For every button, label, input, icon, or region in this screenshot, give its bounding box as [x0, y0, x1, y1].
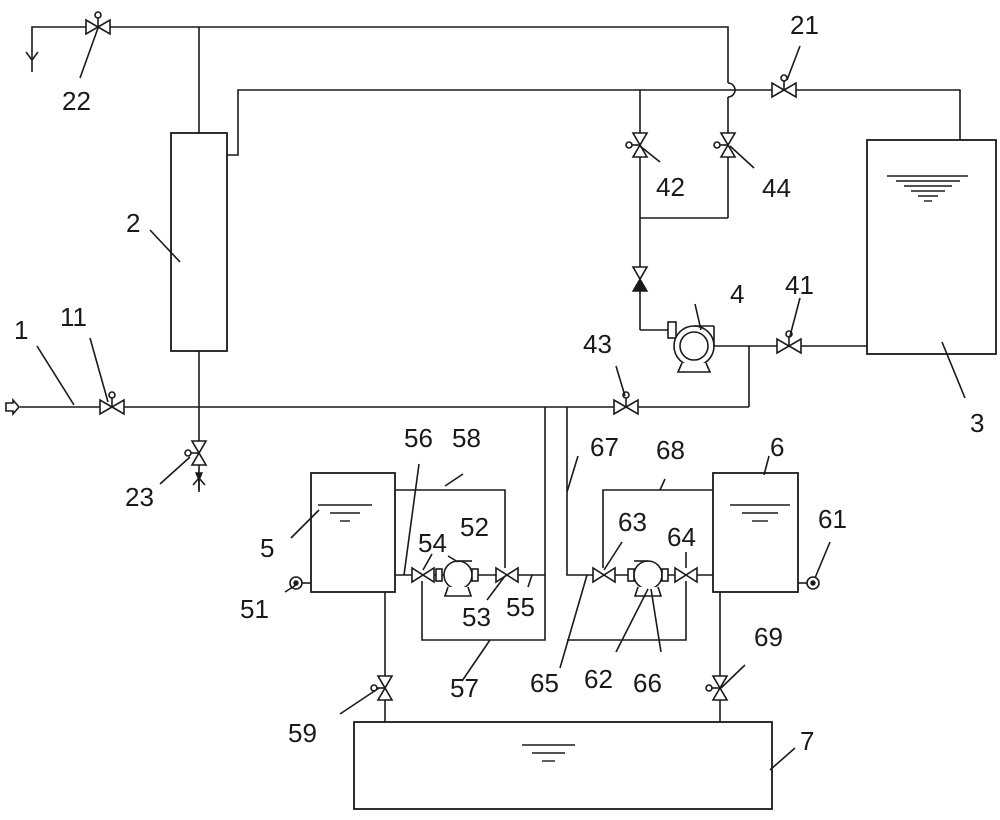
valve-41	[776, 330, 802, 355]
valve-63	[592, 566, 616, 584]
pipe-58	[395, 489, 506, 568]
liquid-level-icon	[887, 175, 968, 202]
label-41: 41	[785, 270, 814, 300]
centrifugal-pump-icon	[667, 321, 715, 373]
label-3: 3	[970, 408, 984, 438]
liquid-level-icon	[522, 744, 575, 762]
tank-5	[310, 472, 396, 593]
pipes	[20, 26, 961, 745]
label-22: 22	[62, 86, 91, 116]
tank-6	[712, 472, 799, 593]
valve-64	[674, 566, 698, 584]
valve-54	[411, 566, 435, 584]
label-55: 55	[506, 592, 535, 622]
valve-42	[625, 132, 649, 158]
label-61: 61	[818, 504, 847, 534]
tank-7	[353, 721, 773, 810]
column-2	[170, 132, 228, 352]
pipe-68	[602, 489, 713, 568]
inlet-arrow-icon	[5, 397, 21, 417]
gauge-icon	[798, 576, 820, 590]
label-4: 4	[730, 279, 744, 309]
label-52: 52	[460, 512, 489, 542]
valve-59	[370, 675, 394, 701]
valve-11	[99, 391, 125, 416]
liquid-level-icon	[318, 504, 372, 522]
label-67: 67	[590, 432, 619, 462]
label-53: 53	[462, 602, 491, 632]
label-59: 59	[288, 718, 317, 748]
label-7: 7	[800, 726, 814, 756]
label-23: 23	[125, 482, 154, 512]
liquid-level-icon	[730, 504, 790, 522]
label-5: 5	[260, 533, 274, 563]
label-54: 54	[418, 528, 447, 558]
centrifugal-pump-icon	[435, 560, 479, 597]
leader-lines	[36, 27, 966, 771]
second-pipe	[227, 89, 961, 156]
label-58: 58	[452, 423, 481, 453]
label-56: 56	[404, 423, 433, 453]
valve-21	[771, 74, 797, 99]
drain-funnel-icon	[192, 472, 206, 492]
label-42: 42	[656, 172, 685, 202]
pipe-57	[421, 407, 546, 641]
label-63: 63	[618, 507, 647, 537]
label-68: 68	[656, 435, 685, 465]
labels: 1 2 3 4 5 6 7 11 21 22 23 41 42 43 44 51…	[14, 10, 984, 756]
valve-44	[713, 132, 737, 158]
label-43: 43	[583, 329, 612, 359]
label-66: 66	[633, 668, 662, 698]
label-57: 57	[450, 673, 479, 703]
label-44: 44	[762, 173, 791, 203]
label-11: 11	[60, 302, 87, 332]
label-1: 1	[14, 315, 28, 345]
label-21: 21	[790, 10, 819, 40]
valve-22	[85, 11, 111, 36]
tank-3	[866, 139, 997, 355]
label-51: 51	[240, 594, 269, 624]
label-69: 69	[754, 622, 783, 652]
top-pipe	[31, 26, 729, 83]
check-valve-icon	[631, 266, 649, 292]
pipe-66	[567, 581, 687, 641]
centrifugal-pump-icon	[627, 560, 669, 597]
label-6: 6	[770, 432, 784, 462]
valve-23	[184, 440, 208, 466]
valve-53	[495, 566, 519, 584]
drain-funnel-icon	[25, 51, 39, 61]
label-64: 64	[667, 522, 696, 552]
label-2: 2	[126, 208, 140, 238]
valve-43	[613, 391, 639, 416]
valve-69	[705, 675, 729, 701]
label-62: 62	[584, 664, 613, 694]
label-65: 65	[530, 668, 559, 698]
